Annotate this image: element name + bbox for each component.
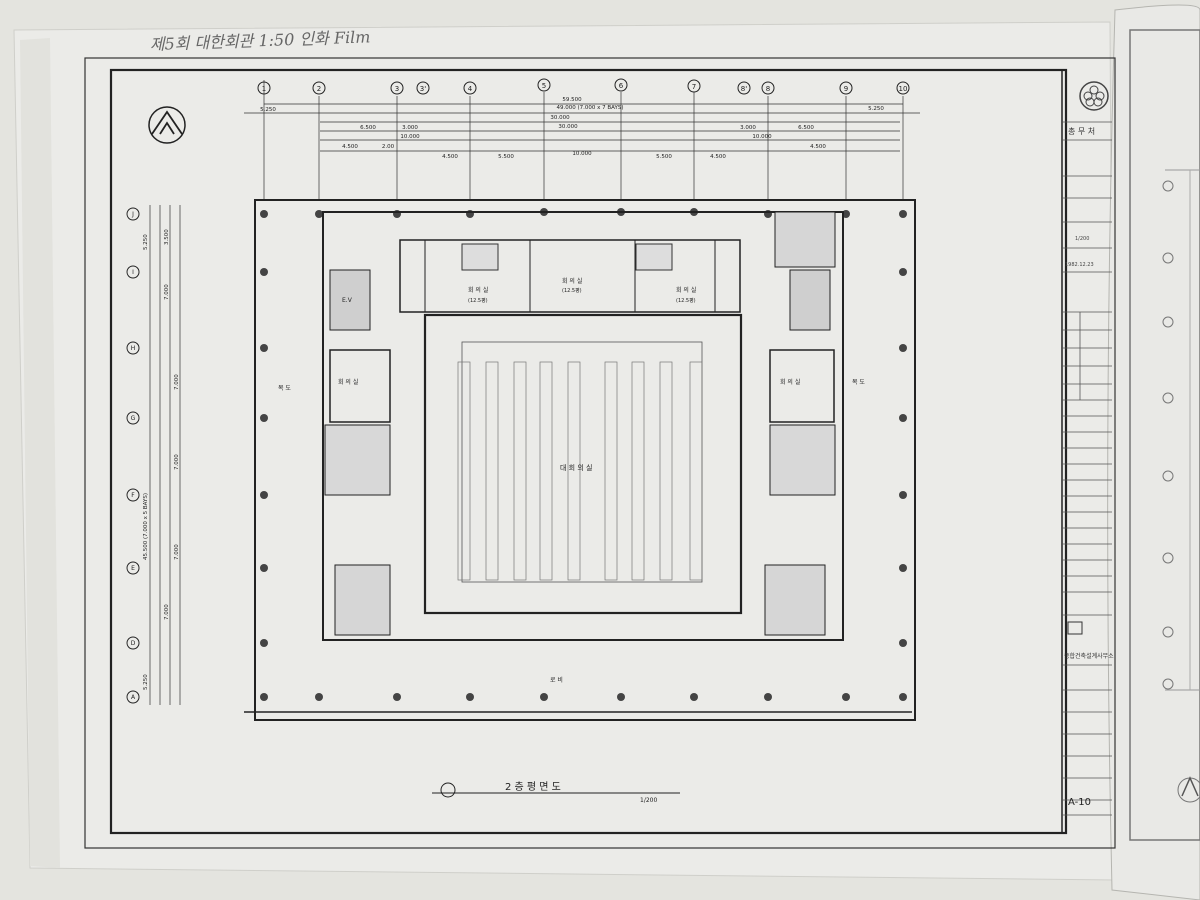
grid-column: 8 bbox=[761, 81, 775, 95]
grid-column: 2 bbox=[312, 81, 326, 95]
north-arrow-icon bbox=[148, 106, 186, 144]
svg-text:4.500: 4.500 bbox=[710, 154, 726, 160]
drawing-number: A-10 bbox=[1068, 797, 1091, 808]
svg-text:9: 9 bbox=[844, 85, 848, 93]
svg-text:8': 8' bbox=[741, 85, 747, 93]
svg-text:F: F bbox=[131, 492, 135, 499]
svg-text:45.500 (7.000 x 5 BAYS): 45.500 (7.000 x 5 BAYS) bbox=[143, 493, 149, 560]
svg-text:3: 3 bbox=[395, 85, 399, 93]
svg-text:3': 3' bbox=[420, 85, 426, 93]
grid-row: G bbox=[126, 411, 140, 425]
svg-text:3.000: 3.000 bbox=[402, 125, 418, 131]
svg-text:3.000: 3.000 bbox=[740, 125, 756, 131]
elevator-label: E.V bbox=[342, 297, 353, 304]
grid-row: E bbox=[126, 561, 140, 575]
svg-text:5.250: 5.250 bbox=[143, 674, 149, 690]
svg-text:5.500: 5.500 bbox=[498, 154, 514, 160]
grid-row: J bbox=[126, 207, 140, 221]
svg-text:30.000: 30.000 bbox=[558, 124, 578, 130]
floor-plan: 회 의 실 (12.5평) 회 의 실 (12.5평) 회 의 실 (12.5평… bbox=[244, 199, 916, 721]
svg-text:59.500: 59.500 bbox=[562, 97, 582, 103]
meeting-room-3: 회 의 실 bbox=[676, 286, 696, 294]
svg-text:4.500: 4.500 bbox=[342, 144, 358, 150]
svg-text:5.250: 5.250 bbox=[260, 107, 276, 113]
government-emblem-icon bbox=[1079, 81, 1109, 111]
main-hall-label: 대 회 의 실 bbox=[560, 463, 592, 472]
svg-text:2.00: 2.00 bbox=[382, 144, 395, 150]
side-room-left: 회 의 실 bbox=[338, 378, 358, 386]
svg-text:30.000: 30.000 bbox=[550, 115, 570, 121]
svg-text:H: H bbox=[131, 345, 136, 352]
svg-text:7.000: 7.000 bbox=[174, 544, 180, 560]
svg-text:I: I bbox=[132, 269, 134, 276]
svg-text:4.500: 4.500 bbox=[442, 154, 458, 160]
grid-row: I bbox=[126, 265, 140, 279]
svg-text:G: G bbox=[131, 415, 136, 422]
scale-note: 1/200 bbox=[1075, 236, 1089, 242]
grid-column: 4 bbox=[463, 81, 477, 95]
svg-text:8: 8 bbox=[766, 85, 770, 93]
svg-text:6.500: 6.500 bbox=[360, 125, 376, 131]
meeting-room-area-3: (12.5평) bbox=[676, 297, 696, 304]
top-dimensions: 59.500 5.250 49.000 (7.000 x 7 BAYS) 5.2… bbox=[244, 80, 920, 200]
title-block: 총 무 처 1982.12.23 1/200 종합건축설계사무소 A-10 bbox=[1061, 70, 1114, 833]
svg-text:4: 4 bbox=[468, 85, 473, 93]
ministry-label: 총 무 처 bbox=[1068, 127, 1095, 136]
office-name: 종합건축설계사무소 bbox=[1064, 652, 1114, 660]
grid-row: D bbox=[126, 636, 140, 650]
grid-column: 3 bbox=[390, 81, 404, 95]
svg-text:A: A bbox=[131, 694, 136, 701]
svg-text:3.500: 3.500 bbox=[164, 229, 170, 245]
svg-text:10.000: 10.000 bbox=[572, 151, 592, 157]
svg-text:7.000: 7.000 bbox=[174, 374, 180, 390]
drawing-title-block: 2 층 평 면 도 1/200 bbox=[432, 781, 680, 804]
svg-text:2: 2 bbox=[317, 85, 321, 93]
lobby-label: 로 비 bbox=[550, 676, 563, 684]
svg-text:7.000: 7.000 bbox=[174, 454, 180, 470]
corridor-left: 복 도 bbox=[278, 385, 291, 392]
drawing-title: 2 층 평 면 도 bbox=[505, 781, 561, 793]
grid-column: 5 bbox=[537, 78, 551, 92]
meeting-room-area-2: (12.5평) bbox=[562, 287, 582, 294]
grid-column: 3' bbox=[416, 81, 430, 95]
svg-text:10.000: 10.000 bbox=[752, 134, 772, 140]
grid-row: A bbox=[126, 690, 140, 704]
svg-text:7.000: 7.000 bbox=[164, 284, 170, 300]
meeting-room-area-1: (12.5평) bbox=[468, 297, 488, 304]
grid-row: H bbox=[126, 341, 140, 355]
svg-text:4.500: 4.500 bbox=[810, 144, 826, 150]
svg-text:D: D bbox=[131, 640, 136, 647]
side-dimensions: 45.500 (7.000 x 5 BAYS) 5.250 3.500 7.00… bbox=[143, 205, 181, 705]
side-room-right: 회 의 실 bbox=[780, 378, 800, 386]
grid-columns: 1 2 3 3' 4 5 6 7 8' 8 9 10 bbox=[257, 78, 910, 95]
grid-row: F bbox=[126, 488, 140, 502]
svg-text:J: J bbox=[131, 211, 134, 218]
svg-text:5: 5 bbox=[542, 82, 546, 90]
svg-text:5.250: 5.250 bbox=[868, 106, 884, 112]
svg-text:5.500: 5.500 bbox=[656, 154, 672, 160]
svg-text:49.000 (7.000 x 7 BAYS): 49.000 (7.000 x 7 BAYS) bbox=[557, 105, 624, 111]
grid-column: 10 bbox=[896, 81, 910, 95]
svg-text:6.500: 6.500 bbox=[798, 125, 814, 131]
grid-column: 6 bbox=[614, 78, 628, 92]
svg-text:E: E bbox=[131, 565, 135, 572]
grid-column: 8' bbox=[737, 81, 751, 95]
meeting-room-2: 회 의 실 bbox=[562, 277, 582, 285]
svg-text:6: 6 bbox=[619, 82, 624, 90]
svg-text:7: 7 bbox=[692, 83, 696, 91]
svg-text:10.000: 10.000 bbox=[400, 134, 420, 140]
drawing-scale: 1/200 bbox=[640, 797, 657, 804]
svg-text:10: 10 bbox=[899, 85, 908, 93]
grid-column: 9 bbox=[839, 81, 853, 95]
svg-text:7.000: 7.000 bbox=[164, 604, 170, 620]
meeting-room-1: 회 의 실 bbox=[468, 286, 488, 294]
corridor-right: 복 도 bbox=[852, 379, 865, 386]
date-note: 1982.12.23 bbox=[1065, 262, 1094, 268]
svg-text:5.250: 5.250 bbox=[143, 234, 149, 250]
grid-rows: J I H G F E D A bbox=[126, 207, 140, 704]
